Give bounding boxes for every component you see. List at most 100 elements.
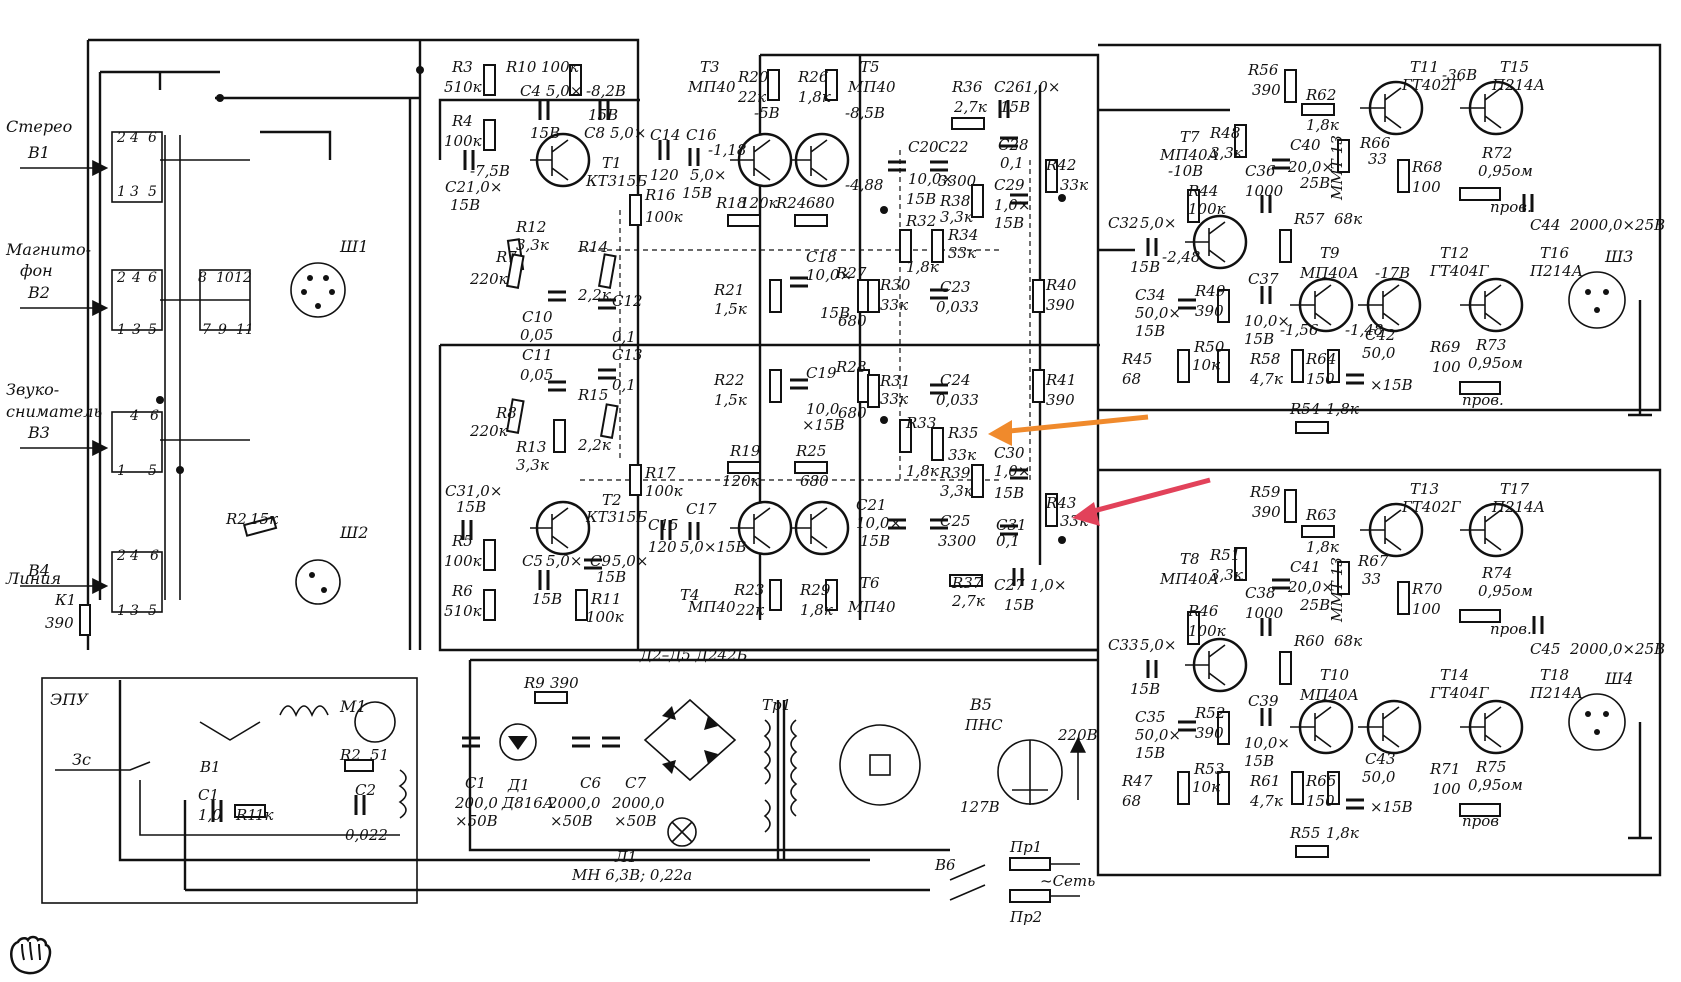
svg-text:С30: С30: [994, 444, 1025, 462]
svg-text:R3: R3: [451, 58, 473, 76]
svg-text:2000,0: 2000,0: [611, 794, 665, 812]
svg-text:R20: R20: [737, 68, 769, 86]
svg-text:0,033: 0,033: [936, 391, 979, 409]
svg-text:R46: R46: [1187, 602, 1219, 620]
svg-text:R67: R67: [1357, 552, 1389, 570]
svg-text:3,3к: 3,3к: [516, 456, 549, 474]
svg-text:20,0×: 20,0×: [1287, 158, 1334, 176]
svg-text:R52: R52: [1194, 704, 1225, 722]
svg-text:220В: 220В: [1057, 726, 1098, 744]
svg-text:22к: 22к: [735, 601, 764, 619]
svg-text:×15В: ×15В: [802, 416, 845, 434]
svg-text:33к: 33к: [880, 296, 908, 314]
svg-text:68к: 68к: [1334, 632, 1362, 650]
svg-text:100к: 100к: [586, 608, 624, 626]
svg-text:0,95ом: 0,95ом: [1478, 162, 1533, 180]
svg-text:1,0×: 1,0×: [1024, 78, 1060, 96]
svg-text:П214А: П214А: [1491, 498, 1545, 516]
svg-text:-10В: -10В: [1168, 162, 1203, 180]
svg-text:С8: С8: [584, 124, 605, 142]
svg-text:R14: R14: [577, 238, 608, 256]
svg-text:ММТ-13: ММТ-13: [1328, 557, 1346, 623]
svg-text:2,7к: 2,7к: [953, 98, 987, 116]
svg-text:20,0×: 20,0×: [1287, 578, 1334, 596]
svg-text:15В: 15В: [450, 196, 480, 214]
svg-text:R28: R28: [835, 358, 866, 376]
svg-text:С11: С11: [522, 346, 553, 364]
svg-text:R24: R24: [775, 194, 806, 212]
svg-text:390: 390: [1252, 503, 1281, 521]
svg-text:0,95ом: 0,95ом: [1478, 582, 1533, 600]
svg-text:ГТ402Г: ГТ402Г: [1401, 76, 1462, 94]
svg-text:R27: R27: [835, 264, 867, 282]
svg-text:1,0×: 1,0×: [994, 462, 1030, 480]
svg-text:С45: С45: [1530, 640, 1561, 658]
svg-text:10: 10: [216, 270, 234, 286]
svg-text:R5: R5: [451, 532, 473, 550]
svg-text:МП40: МП40: [687, 598, 736, 616]
svg-text:R22: R22: [713, 371, 744, 389]
svg-text:-17В: -17В: [1375, 264, 1410, 282]
svg-text:127В: 127В: [960, 798, 1000, 816]
svg-text:Т5: Т5: [860, 58, 880, 76]
svg-text:С31: С31: [996, 516, 1027, 534]
svg-text:100к: 100к: [645, 208, 683, 226]
svg-text:10,0: 10,0: [806, 400, 840, 418]
svg-text:R1: R1: [235, 806, 257, 824]
svg-text:С26: С26: [994, 78, 1025, 96]
svg-text:-1,18: -1,18: [708, 141, 746, 159]
svg-text:R37: R37: [951, 574, 983, 592]
svg-text:5,0×: 5,0×: [546, 552, 582, 570]
svg-text:пров.: пров.: [1490, 620, 1532, 638]
svg-text:R62: R62: [1305, 86, 1336, 104]
svg-text:3,3к: 3,3к: [1210, 144, 1243, 162]
svg-text:120к: 120к: [722, 472, 760, 490]
connector-sh1: Ш1: [339, 237, 368, 256]
svg-text:С14: С14: [650, 126, 681, 144]
svg-text:П214А: П214А: [1529, 262, 1583, 280]
svg-text:R8: R8: [495, 404, 517, 422]
svg-text:×15В: ×15В: [1370, 376, 1413, 394]
svg-text:10,0×: 10,0×: [908, 170, 954, 188]
svg-text:1,8к: 1,8к: [800, 601, 833, 619]
svg-text:С41: С41: [1290, 558, 1321, 576]
svg-text:МП40А: МП40А: [1299, 264, 1359, 282]
pickup-label-1: Звуко-: [6, 380, 59, 399]
svg-text:10,0×: 10,0×: [1244, 734, 1290, 752]
svg-text:Т13: Т13: [1410, 480, 1439, 498]
svg-text:25В: 25В: [1299, 596, 1330, 614]
svg-text:С33: С33: [1108, 636, 1139, 654]
svg-text:Т7: Т7: [1180, 128, 1200, 146]
svg-text:R58: R58: [1249, 350, 1280, 368]
svg-text:150: 150: [1306, 370, 1335, 388]
svg-text:15В: 15В: [682, 184, 712, 202]
svg-text:15В: 15В: [1000, 98, 1030, 116]
connector-sh2: Ш2: [339, 523, 368, 542]
svg-text:С29: С29: [994, 176, 1025, 194]
svg-text:R6: R6: [451, 582, 473, 600]
svg-text:С21: С21: [856, 496, 887, 514]
svg-text:1000: 1000: [1245, 604, 1284, 622]
svg-text:С40: С40: [1290, 136, 1321, 154]
svg-text:510к: 510к: [444, 602, 482, 620]
svg-text:R7: R7: [495, 248, 517, 266]
svg-text:100к: 100к: [1188, 622, 1226, 640]
svg-text:51: 51: [370, 746, 389, 764]
svg-text:R75: R75: [1475, 758, 1506, 776]
svg-text:5: 5: [148, 184, 157, 200]
epu-block: ЭПУ Зс В1 М1 R2 51 С2 0,022 С1 1,0 R1 1к: [41, 677, 418, 904]
svg-text:33: 33: [1362, 570, 1381, 588]
svg-text:1,8к: 1,8к: [1306, 538, 1339, 556]
svg-text:R26: R26: [797, 68, 829, 86]
svg-text:1,0×: 1,0×: [466, 482, 502, 500]
svg-text:10,0×: 10,0×: [1244, 312, 1290, 330]
svg-text:МП40: МП40: [847, 598, 896, 616]
svg-text:пров: пров: [1462, 812, 1499, 830]
svg-text:В5: В5: [969, 695, 992, 714]
svg-text:МП40: МП40: [687, 78, 736, 96]
svg-text:0,95ом: 0,95ом: [1468, 354, 1523, 372]
svg-text:6: 6: [148, 130, 157, 146]
svg-text:R41: R41: [1045, 371, 1076, 389]
stereo-code: В1: [27, 143, 50, 162]
svg-text:-2,48: -2,48: [1162, 248, 1200, 266]
